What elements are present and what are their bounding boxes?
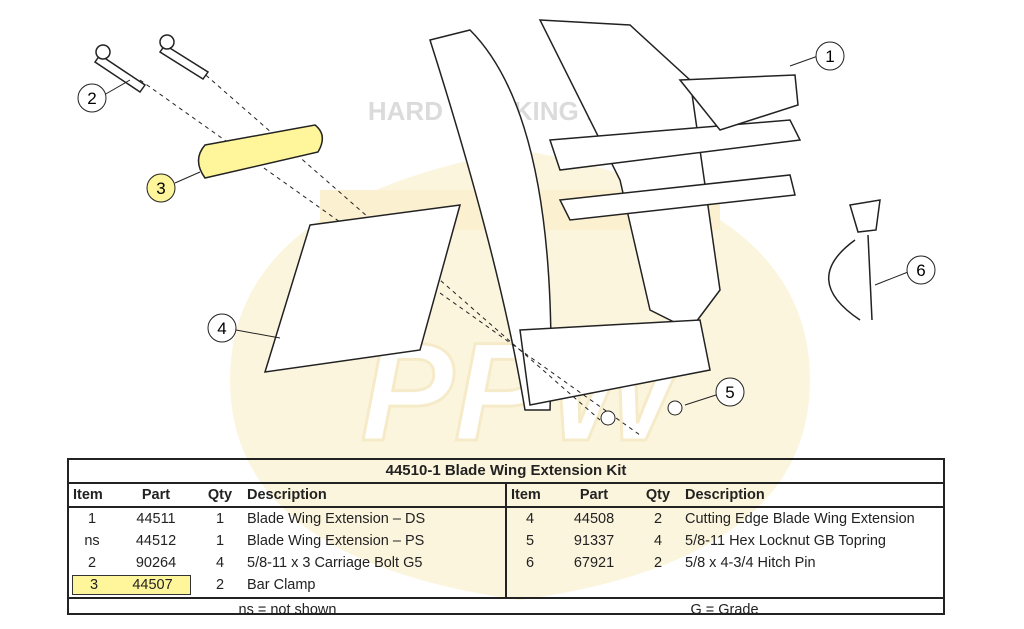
cell-item: 2	[87, 555, 97, 571]
hitch-pin	[828, 199, 881, 321]
header-qty: Qty	[207, 487, 233, 503]
cell-qty: 1	[215, 511, 225, 527]
cell-item: 6	[525, 555, 535, 571]
header-qty: Qty	[645, 487, 671, 503]
cell-description: 5/8 x 4-3/4 Hitch Pin	[685, 555, 816, 571]
cell-part: 44512	[135, 533, 177, 549]
cell-item: 4	[525, 511, 535, 527]
cell-qty: 2	[653, 555, 663, 571]
table-row: 2 90264 4 5/8-11 x 3 Carriage Bolt G5	[69, 552, 505, 574]
callout-6: 6	[874, 255, 936, 286]
cell-part: 90264	[135, 555, 177, 571]
svg-text:4: 4	[217, 319, 226, 338]
svg-text:6: 6	[916, 261, 925, 280]
cell-description: 5/8-11 Hex Locknut GB Topring	[685, 533, 886, 549]
svg-text:3: 3	[156, 179, 165, 198]
cell-part: 44507	[132, 577, 173, 593]
parts-table: 44510-1 Blade Wing Extension Kit Item Pa…	[67, 458, 945, 618]
cell-description: Bar Clamp	[247, 577, 316, 593]
highlight-box: 3 44507	[72, 575, 191, 595]
callout-5: 5	[684, 377, 745, 407]
cell-item: 1	[87, 511, 97, 527]
cell-description: Cutting Edge Blade Wing Extension	[685, 511, 915, 527]
cell-qty: 4	[653, 533, 663, 549]
cell-part: 44511	[136, 511, 176, 527]
cell-qty: 2	[215, 577, 225, 593]
left-rows: 1 44511 1 Blade Wing Extension – DS ns 44512…	[69, 508, 507, 597]
callout-3: 3	[146, 171, 201, 203]
table-row: 5 91337 4 5/8-11 Hex Locknut GB Topring	[507, 530, 943, 552]
footer-note-ns: ns = not shown	[238, 602, 337, 618]
cell-part: 44508	[573, 511, 615, 527]
header-part: Part	[141, 487, 171, 503]
cell-description: Blade Wing Extension – DS	[247, 511, 426, 527]
footer-note-grade: G = Grade	[690, 602, 759, 618]
cell-item: 5	[525, 533, 535, 549]
callout-2: 2	[77, 79, 131, 113]
table-row: 6 67921 2 5/8 x 4-3/4 Hitch Pin	[507, 552, 943, 574]
bar-clamp	[197, 124, 324, 179]
table-row: 1 44511 1 Blade Wing Extension – DS	[69, 508, 505, 530]
table-title: 44510-1 Blade Wing Extension Kit	[69, 460, 943, 484]
cell-item: ns	[84, 533, 100, 549]
cell-item: 3	[89, 577, 99, 593]
svg-text:1: 1	[825, 47, 834, 66]
header-description: Description	[685, 487, 765, 503]
header-part: Part	[579, 487, 609, 503]
hex-locknuts	[600, 400, 683, 426]
cell-part: 67921	[573, 555, 615, 571]
cell-qty: 1	[215, 533, 225, 549]
table-footer: ns = not shown G = Grade	[69, 599, 943, 621]
callout-4: 4	[207, 313, 281, 343]
table-row: 4 44508 2 Cutting Edge Blade Wing Extension	[507, 508, 943, 530]
table-row-highlighted: 3 44507 2 Bar Clamp	[69, 574, 505, 596]
cell-qty: 2	[653, 511, 663, 527]
callout-1: 1	[789, 41, 845, 71]
cell-description: 5/8-11 x 3 Carriage Bolt G5	[247, 555, 423, 571]
cell-qty: 4	[215, 555, 225, 571]
table-row: ns 44512 1 Blade Wing Extension – PS	[69, 530, 505, 552]
right-rows: 4 44508 2 Cutting Edge Blade Wing Extension…	[507, 508, 943, 597]
header-item: Item	[511, 487, 541, 503]
header-item: Item	[73, 487, 103, 503]
svg-text:2: 2	[87, 89, 96, 108]
carriage-bolts	[93, 34, 210, 94]
cutting-edge	[263, 204, 462, 373]
table-header: Item Part Qty Description Item Part Qty …	[69, 484, 943, 508]
cell-description: Blade Wing Extension – PS	[247, 533, 425, 549]
header-description: Description	[247, 487, 327, 503]
cell-part: 91337	[573, 533, 615, 549]
svg-text:5: 5	[725, 383, 734, 402]
blade-wing-extension	[139, 19, 802, 436]
